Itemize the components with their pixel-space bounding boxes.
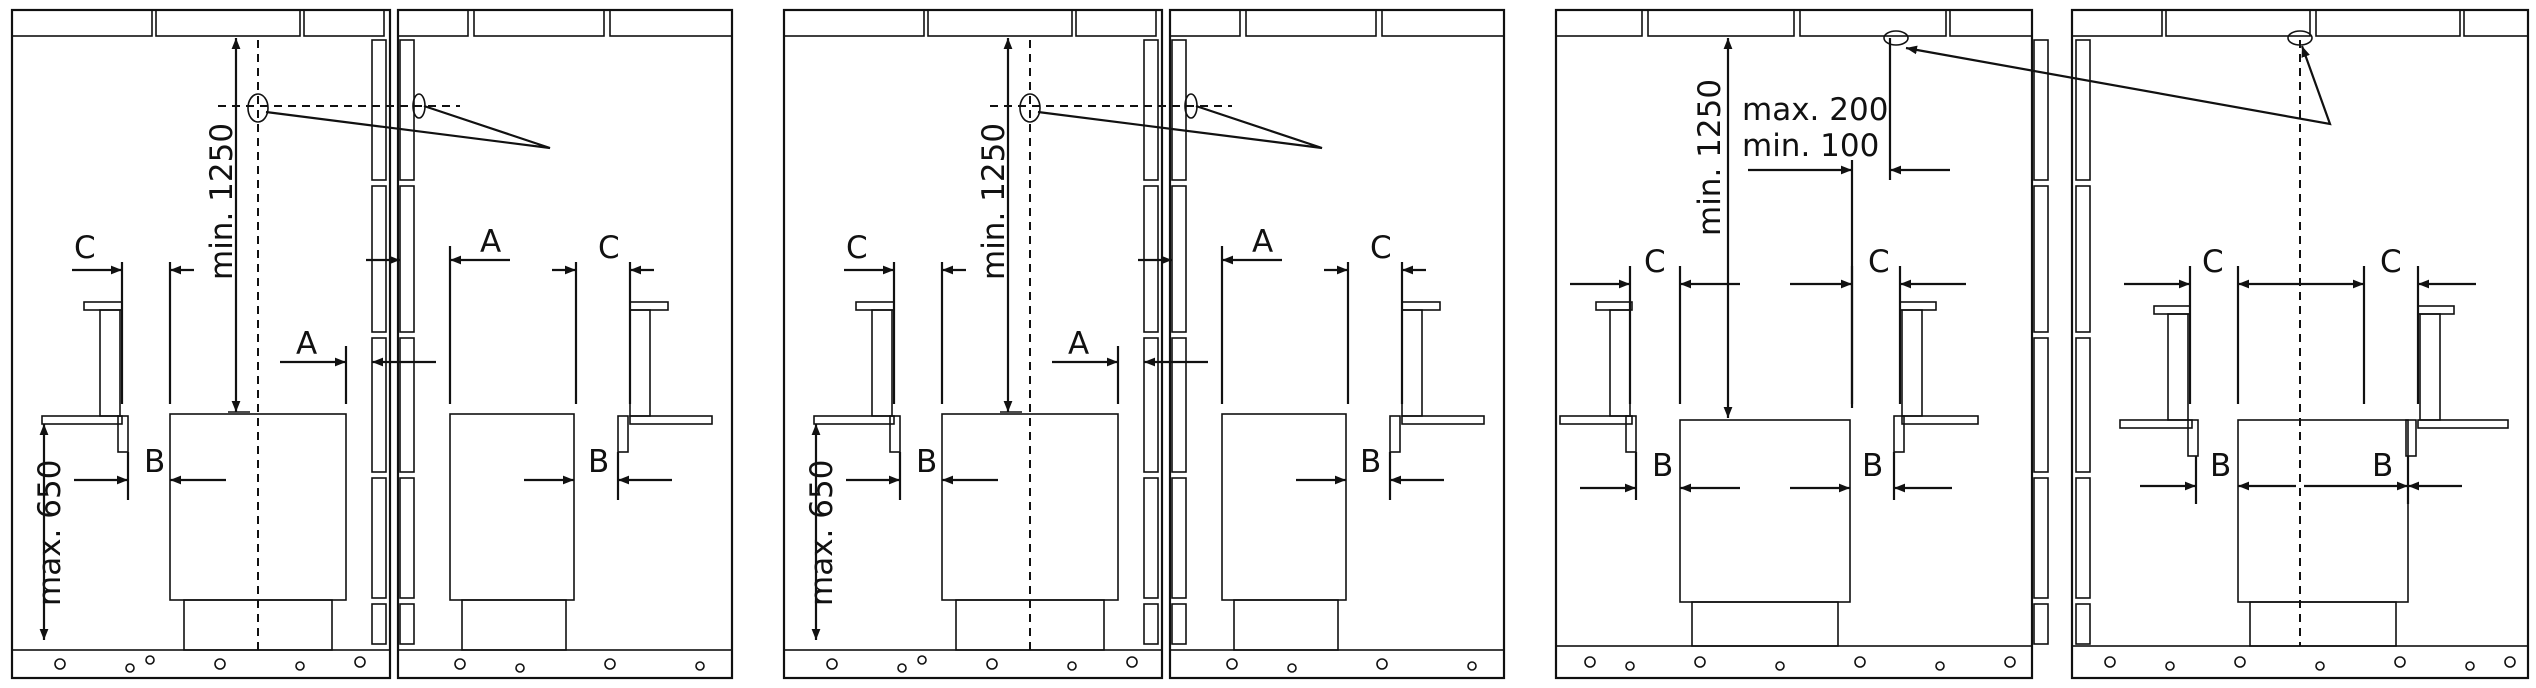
ceiling-boards — [1555, 9, 2033, 37]
floor-slab-right — [397, 649, 733, 679]
panel-2: min. 1250 max. 650 C C A A B B — [782, 8, 1506, 680]
ceiling-boards — [2071, 9, 2529, 37]
floor-slab-left — [11, 649, 391, 679]
dimension-label-min-1250: min. 1250 — [1692, 79, 1728, 236]
dimension-label-b: B — [916, 444, 937, 480]
dimension-label-c: C — [74, 230, 96, 266]
dimension-label-b: B — [588, 444, 609, 480]
bench-right — [1389, 301, 1485, 453]
dimension-label-b: B — [1652, 448, 1673, 484]
heater-right — [1221, 413, 1347, 651]
bench-left — [2119, 305, 2199, 457]
sensor-icon — [247, 93, 269, 123]
ceiling-boards — [11, 9, 733, 37]
dimension-label-min-1250: min. 1250 — [976, 123, 1012, 280]
dimension-label-b: B — [1360, 444, 1381, 480]
panel-1: min. 1250 max. 650 C C A A B — [10, 8, 734, 680]
sensor-callout-line — [1905, 45, 2332, 126]
dimension-label-min-1250: min. 1250 — [204, 123, 240, 280]
bench-left — [813, 301, 901, 453]
dimension-label-a: A — [1252, 224, 1273, 260]
dimension-label-c: C — [1644, 244, 1666, 280]
dimension-label-min-100: min. 100 — [1742, 128, 1879, 164]
dimension-label-c: C — [2202, 244, 2224, 280]
bench-right — [2405, 305, 2509, 457]
dimension-label-c: C — [1370, 230, 1392, 266]
room-outline-right — [396, 8, 734, 680]
bench-left — [41, 301, 129, 453]
dimension-label-max-650: max. 650 — [32, 460, 68, 606]
ceiling-boards — [783, 9, 1505, 37]
dimension-label-c: C — [846, 230, 868, 266]
heater-right — [449, 413, 575, 651]
wall-boards — [371, 39, 415, 645]
sensor-icon — [1019, 93, 1041, 123]
dimension-label-c: C — [2380, 244, 2402, 280]
dimension-label-b: B — [144, 444, 165, 480]
bench-right — [617, 301, 713, 453]
heater — [1679, 419, 1851, 647]
room-outline-left — [10, 8, 392, 680]
dimension-label-b: B — [2372, 448, 2393, 484]
dimension-label-b: B — [1862, 448, 1883, 484]
dimension-label-a: A — [480, 224, 501, 260]
wall-boards — [2033, 39, 2049, 645]
dimension-label-a: A — [296, 326, 317, 362]
dimension-label-max-200: max. 200 — [1742, 92, 1888, 128]
wall-boards — [2075, 39, 2091, 645]
heater — [2237, 419, 2409, 647]
bench-left — [1559, 301, 1637, 453]
floor-pebbles — [54, 655, 705, 673]
panel-4: C C B B — [2070, 8, 2530, 680]
sensor-icon — [1883, 30, 1909, 46]
dimension-label-c: C — [1868, 244, 1890, 280]
panel-3: min. 1250 max. 200 min. 100 C C B B — [1554, 8, 2049, 680]
bench-right — [1893, 301, 1979, 453]
dimension-label-b: B — [2210, 448, 2231, 484]
dimension-label-a: A — [1068, 326, 1089, 362]
dimension-label-max-650: max. 650 — [804, 460, 840, 606]
dimension-label-c: C — [598, 230, 620, 266]
